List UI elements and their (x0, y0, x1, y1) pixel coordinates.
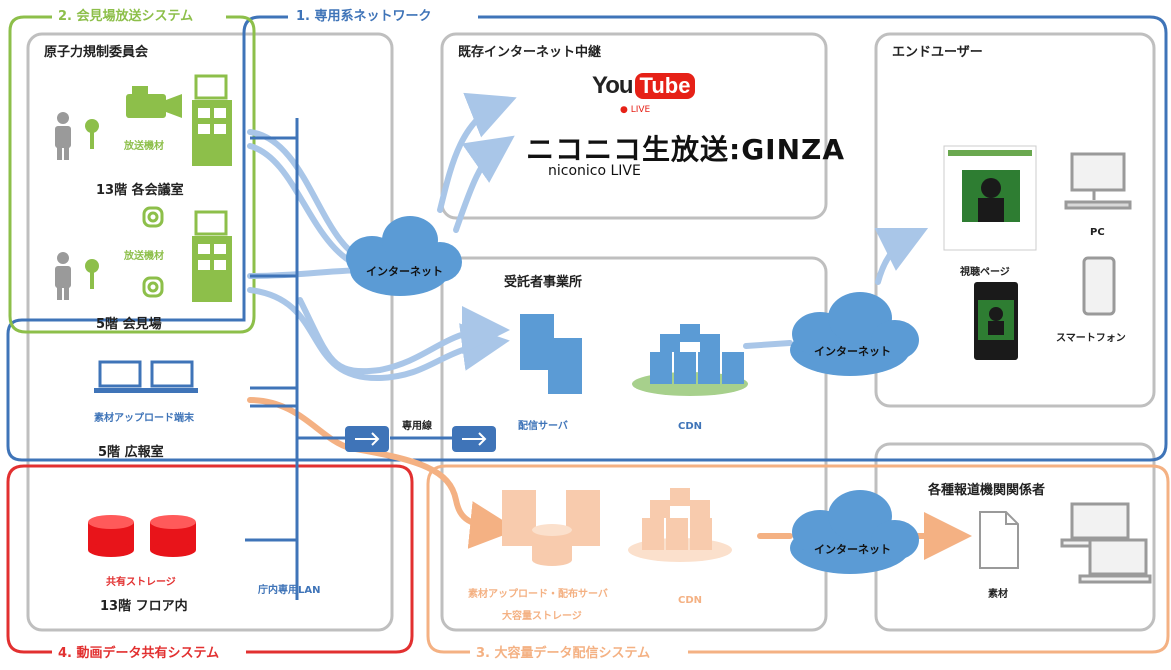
youtube-logo-you: You (592, 72, 634, 99)
cloud-2 (790, 292, 919, 376)
box-title-nra: 原子力規制委員会 (44, 45, 149, 60)
lan-lines (245, 118, 452, 600)
label-smartphone: スマートフォン (1056, 333, 1126, 344)
webcam-icon (142, 206, 164, 228)
label-material: 素材 (988, 589, 1008, 600)
niconico-live-logo: niconico LIVE (548, 163, 641, 179)
box-title-contractor: 受託者事業所 (504, 275, 583, 290)
label-internet: インターネット (366, 265, 443, 278)
label-cdn-orange: CDN (678, 595, 703, 606)
label-broadcast-equip: 放送機材 (124, 251, 164, 262)
niconico-logo: ニコニコ生放送:GINZA (526, 133, 846, 166)
pc-icon (1064, 152, 1132, 210)
cloud-1 (346, 216, 462, 296)
person-icon (55, 112, 71, 160)
box-existing (440, 32, 828, 220)
box-enduser (874, 32, 1156, 408)
label-dist-server: 配信サーバ (518, 421, 568, 432)
label-internet: インターネット (814, 345, 891, 358)
mic-icon (85, 259, 99, 289)
frame-bulk (426, 464, 1170, 654)
room-label-13f-floor: 13階 フロア内 (100, 599, 188, 614)
frame-share (6, 464, 414, 654)
label-dedicated-line: 専用線 (402, 421, 432, 432)
system-label-venue: 2. 会見場放送システム (58, 9, 194, 24)
label-pc: PC (1090, 227, 1105, 238)
label-lan: 庁内専用LAN (258, 585, 321, 596)
system-label-network: 1. 専用系ネットワーク (296, 9, 432, 24)
frame-network (6, 15, 1168, 462)
switch-icon (452, 426, 496, 452)
video-camera-icon (126, 86, 182, 118)
box-title-existing: 既存インターネット中継 (458, 45, 602, 60)
orange-flow (247, 397, 972, 560)
cdn-icon (628, 488, 732, 562)
laptop-icon (94, 360, 146, 393)
room-label-5f-pr: 5階 広報室 (98, 445, 164, 460)
webcam-icon (142, 276, 164, 298)
youtube-logo: You Tube (592, 70, 696, 102)
smartphone-icon (1082, 256, 1116, 316)
frame-venue (8, 15, 256, 334)
label-bulk-storage: 大容量ストレージ (502, 611, 582, 622)
equipment-rack-icon (192, 74, 232, 166)
box-title-enduser: エンドユーザー (892, 45, 983, 60)
viewing-page-screenshot (943, 145, 1037, 251)
laptop-icon (146, 360, 198, 393)
system-label-bulk: 3. 大容量データ配信システム (476, 646, 651, 661)
youtube-logo-tube: Tube (634, 73, 696, 99)
label-internet: インターネット (814, 543, 891, 556)
mic-icon (85, 119, 99, 149)
box-contractor (440, 256, 828, 632)
document-icon (979, 511, 1019, 569)
server-icon (520, 314, 582, 394)
smartphone-screenshot (974, 282, 1018, 360)
label-broadcast-equip: 放送機材 (124, 141, 164, 152)
cloud-3 (790, 490, 919, 574)
equipment-rack-icon (192, 210, 232, 302)
label-shared-storage: 共有ストレージ (106, 577, 176, 588)
label-viewing-page: 視聴ページ (960, 267, 1010, 278)
storage-cylinder-icon (150, 515, 196, 557)
label-upload-server: 素材アップロード・配布サーバ (468, 589, 608, 600)
label-upload-terminal: 素材アップロード端末 (94, 413, 194, 424)
person-icon (55, 252, 71, 300)
switch-icon (345, 426, 389, 452)
pc-icon (1078, 538, 1152, 584)
room-label-13f: 13階 各会議室 (96, 183, 184, 198)
room-label-5f-venue: 5階 会見場 (96, 317, 162, 332)
system-label-share: 4. 動画データ共有システム (58, 646, 220, 661)
youtube-live-label: ● LIVE (620, 105, 651, 115)
upload-server-icon (502, 490, 600, 566)
label-cdn-blue: CDN (678, 421, 703, 432)
box-title-press: 各種報道機関関係者 (928, 483, 1046, 498)
cdn-icon (632, 324, 748, 396)
storage-cylinder-icon (88, 515, 134, 557)
